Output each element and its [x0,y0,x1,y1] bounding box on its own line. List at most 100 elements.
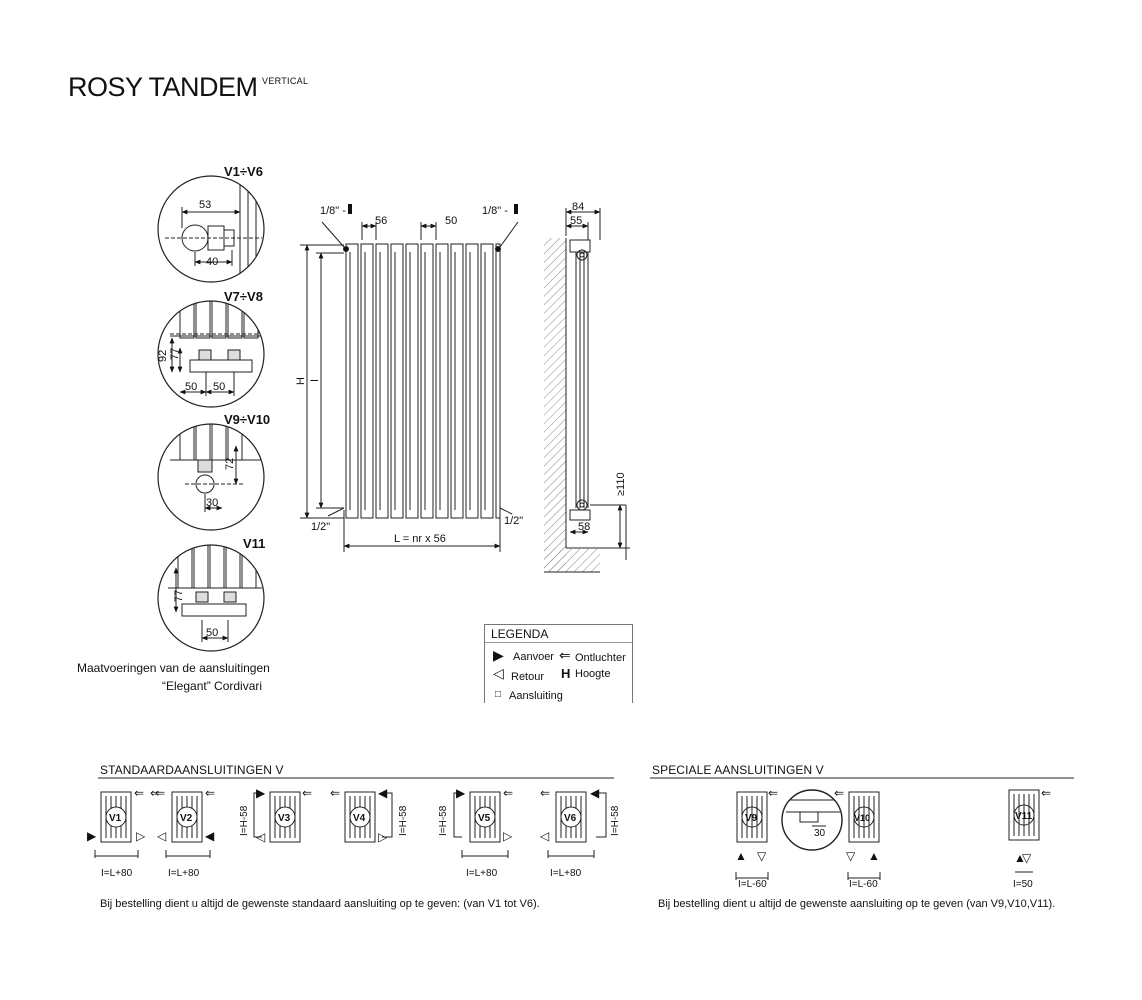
svg-text:⇐: ⇐ [155,786,165,800]
vent-marker-right [514,204,518,214]
unit-label-v4: V4 [353,813,366,824]
unit-label-v10: V10 [854,813,870,823]
vent-label-right: 1/8" - [482,205,508,217]
dim-I: I [309,379,321,382]
svg-text:⇐: ⇐ [1041,786,1051,800]
detail-label-v7-v8: V7÷V8 [224,289,263,304]
svg-text:⇐: ⇐ [540,786,550,800]
standard-units [94,791,607,858]
dim-H: H [295,377,307,385]
svg-text:⇐: ⇐ [302,786,312,800]
svg-text:▷: ▷ [503,829,513,843]
v5-vertical-dim: I=H-58 [438,805,449,836]
legend-aansluiting: Aansluiting [509,690,563,702]
v3-vertical-dim: I=H-58 [239,805,250,836]
detail2-dim-92: 92 [157,350,169,362]
detail-caption-line1: Maatvoeringen van de aansluitingen [77,661,270,675]
unit-label-v5: V5 [478,813,491,824]
v6-vertical-dim: I=H-58 [610,805,621,836]
detail4-dim-50: 50 [206,627,218,639]
detail1-dim-40: 40 [206,256,218,268]
detail-label-v11: V11 [243,536,266,551]
v2-bottom-dim: I=L+80 [168,868,200,879]
svg-text:▶: ▶ [456,786,466,800]
vent-label-left: 1/8" - [320,205,346,217]
svg-text:▽: ▽ [1022,851,1032,865]
detail1-dim-53: 53 [199,199,211,211]
legend-rule [485,642,632,643]
svg-text:▲: ▲ [1014,851,1026,865]
svg-text:▽: ▽ [846,849,856,863]
standard-section-title: STANDAARDAANSLUITINGEN V [100,763,284,777]
special-detail-dim-30: 30 [814,828,826,839]
unit-label-v11: V11 [1015,811,1033,822]
unit-label-v2: V2 [180,813,193,824]
special-units [735,789,1040,880]
svg-text:▶: ▶ [87,829,97,843]
unit-label-v6: V6 [564,813,577,824]
svg-text:◀: ◀ [590,786,600,800]
legend-aanvoer: Aanvoer [513,651,554,663]
detail3-dim-72: 72 [224,458,236,470]
v9-bottom-dim: I=L-60 [738,879,767,890]
radiator-side-view [544,208,630,573]
detail2-dim-50b: 50 [213,381,225,393]
side-dim-110: ≥110 [615,472,627,496]
legend-title: LEGENDA [491,627,549,641]
pipe-size-left: 1/2" [311,521,330,533]
svg-text:▽: ▽ [757,849,767,863]
standard-note: Bij bestelling dient u altijd de gewenst… [100,898,540,910]
svg-text:⇐: ⇐ [205,786,215,800]
svg-text:⇐: ⇐ [330,786,340,800]
pipe-size-right: 1/2" [504,515,523,527]
side-dim-84: 84 [572,201,584,213]
detail-caption-line2: “Elegant” Cordivari [162,679,263,693]
side-dim-55: 55 [570,215,582,227]
svg-text:◀: ◀ [378,786,388,800]
legend-hoogte-symbol: H [561,666,571,681]
page-title: ROSY TANDEM [68,72,258,102]
svg-text:▶: ▶ [256,786,266,800]
svg-text:▲: ▲ [735,849,747,863]
detail-label-v1-v6: V1÷V6 [224,164,263,179]
radiator-front-view [300,221,519,552]
unit-label-v1: V1 [109,813,122,824]
svg-text:▷: ▷ [136,829,146,843]
svg-text:◀: ◀ [205,829,215,843]
svg-text:⇐: ⇐ [768,786,778,800]
special-arrows: ⇐ ⇐ ▲▽ ▽▲ ⇐ ▲▽ [735,786,1051,865]
vent-arrow-icon: ⇐ [559,647,571,663]
svg-text:◁: ◁ [255,830,265,844]
special-note: Bij bestelling dient u altijd de gewenst… [658,898,1056,910]
svg-text:▷: ▷ [378,830,388,844]
svg-text:◁: ◁ [156,829,166,843]
dim-50: 50 [445,215,457,227]
detail-circle-v11 [157,544,265,652]
return-arrow-icon: ◁ [493,665,504,681]
svg-text:⇐: ⇐ [834,786,844,800]
svg-text:▲: ▲ [868,849,880,863]
vent-marker-left [348,204,352,214]
v6-bottom-dim: I=L+80 [550,868,582,879]
svg-text:⇐: ⇐ [134,786,144,800]
legend-box: LEGENDA ▶ Aanvoer ⇐ Ontluchter ◁ Retour … [484,624,633,703]
detail4-dim-77: 77 [173,590,185,602]
detail-circle-v9-v10 [157,423,265,531]
detail3-dim-30: 30 [206,497,218,509]
v10-bottom-dim: I=L-60 [849,879,878,890]
svg-text:⇐: ⇐ [150,786,160,800]
svg-text:◁: ◁ [539,829,549,843]
legend-ontluchter: Ontluchter [575,652,626,664]
unit-label-v3: V3 [278,813,291,824]
svg-text:⇐: ⇐ [503,786,513,800]
legend-retour: Retour [511,671,545,683]
detail-label-v9-v10: V9÷V10 [224,412,271,427]
v4-vertical-dim: I=H-58 [398,805,409,836]
supply-arrow-icon: ▶ [493,647,504,663]
detail2-dim-77: 77 [169,348,181,360]
page-subtitle: VERTICAL [262,76,309,86]
special-section-title: SPECIALE AANSLUITINGEN V [652,763,824,777]
detail-circle-v1-v6 [157,175,265,283]
v1-bottom-dim: I=L+80 [101,868,133,879]
